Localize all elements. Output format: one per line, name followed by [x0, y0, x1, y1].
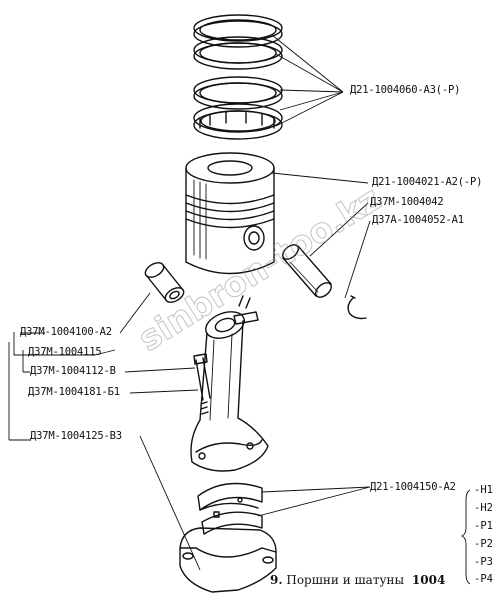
caption-code: 1004: [411, 573, 446, 587]
bearing-suffix: -Р4: [474, 573, 493, 585]
bearing-suffix: -Н1: [474, 484, 493, 496]
caption-number: 9.: [270, 573, 283, 587]
bearing-suffix: -Р1: [474, 520, 493, 532]
piston: [185, 152, 275, 275]
rod-bolts: [193, 295, 259, 415]
figure-caption: 9. Поршни и шатуны 1004: [270, 573, 445, 587]
retainer-ring: [347, 295, 367, 320]
piston-rings: [193, 14, 283, 140]
label-rod-assembly: Д37М-1004115: [28, 346, 102, 358]
watermark-text: sinbron-too.kz: [132, 179, 388, 360]
label-piston-pin: Д37М-1004042: [370, 196, 444, 208]
label-nut: Д37М-1004181-Б1: [28, 386, 120, 398]
leader-lines: [8, 34, 471, 585]
bearing-shells: [197, 482, 263, 535]
label-retainer-ring: Д37А-1004052-А1: [372, 214, 464, 226]
rod-cap: [179, 527, 277, 593]
bearing-suffix: -Р3: [474, 556, 493, 568]
piston-pin: [282, 244, 332, 298]
label-rod-cap: Д37М-1004125-В3: [30, 430, 122, 442]
connecting-rod: [190, 311, 269, 472]
label-bearing: Д21-1004150-А2: [370, 481, 456, 493]
label-piston-rings: Д21-1004060-А3(-Р): [350, 84, 461, 96]
caption-title: Поршни и шатуны: [286, 573, 405, 587]
bearing-suffix: -Р2: [474, 538, 493, 550]
label-bushing: Д37М-1004100-А2: [20, 326, 112, 338]
label-piston: Д21-1004021-А2(-Р): [372, 176, 483, 188]
small-end-bushing: [144, 262, 185, 303]
label-bolt: Д37М-1004112-В: [30, 365, 116, 377]
bearing-suffix: -Н2: [474, 502, 493, 514]
